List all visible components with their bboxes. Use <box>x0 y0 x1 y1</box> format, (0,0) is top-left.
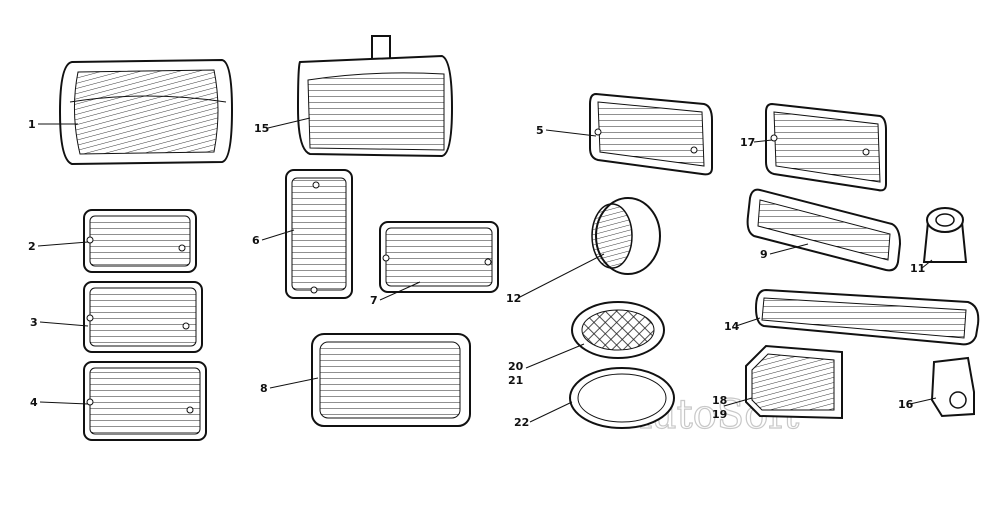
callout-9: 9 <box>760 248 768 261</box>
callout-20: 20 <box>508 360 524 373</box>
callout-15: 15 <box>254 122 269 135</box>
callout-16: 16 <box>898 398 914 411</box>
part-18-19-box-lamp <box>745 344 843 420</box>
part-15-fog-lamp <box>296 35 454 158</box>
callout-1: 1 <box>28 118 36 131</box>
part-22-ring <box>569 367 675 429</box>
callout-2: 2 <box>28 240 36 253</box>
part-16-bracket <box>930 356 975 418</box>
part-12-round-lamp <box>591 197 661 275</box>
part-1-headlamp <box>58 58 234 166</box>
part-6-lamp <box>285 169 353 299</box>
part-11-knob <box>922 207 968 263</box>
part-14-long-lamp <box>754 288 980 346</box>
callout-7: 7 <box>370 294 378 307</box>
callout-14: 14 <box>724 320 740 333</box>
callout-19: 19 <box>712 408 727 421</box>
part-17-lamp <box>765 102 887 192</box>
part-4-lamp <box>83 361 207 441</box>
callout-21: 21 <box>508 374 523 387</box>
callout-12: 12 <box>506 292 521 305</box>
part-7-lamp <box>379 221 499 293</box>
callout-18: 18 <box>712 394 727 407</box>
part-5-lamp <box>589 92 713 176</box>
callout-5: 5 <box>536 124 544 137</box>
part-3-lamp <box>83 281 203 353</box>
part-9-long-lamp <box>746 188 902 272</box>
leader-lines <box>37 117 937 423</box>
callout-11: 11 <box>910 262 925 275</box>
part-2-lamp <box>83 209 197 273</box>
callout-4: 4 <box>30 396 38 409</box>
callout-22: 22 <box>514 416 529 429</box>
callout-6: 6 <box>252 234 260 247</box>
callout-17: 17 <box>740 136 755 149</box>
callout-8: 8 <box>260 382 268 395</box>
part-20-21-grille <box>571 301 665 359</box>
part-8-large-lamp <box>311 333 471 427</box>
callout-3: 3 <box>30 316 38 329</box>
